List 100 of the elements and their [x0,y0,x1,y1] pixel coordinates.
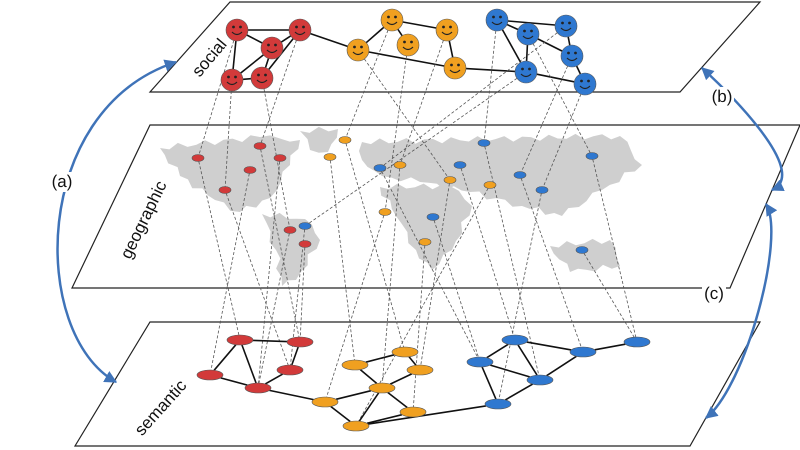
smiley-face-icon [288,18,312,42]
network-link-line [264,373,284,385]
map-marker [586,152,598,160]
double-headed-arrow [701,67,785,191]
network-link-line [526,341,572,351]
map-marker [454,161,466,169]
dashed-link-line [264,88,290,227]
map-marker [394,161,406,169]
network-link-line [310,32,348,48]
smiley-face-icon [486,8,508,32]
network-link-line [576,66,582,74]
network-link-line [360,368,378,384]
network-link-line [466,68,516,72]
network-link-line [594,343,626,351]
network-node [392,346,418,358]
dashed-link-line [381,171,478,358]
network-link-line [366,354,394,363]
network-node [466,356,494,368]
map-marker [284,226,296,234]
double-headed-arrow [705,202,776,419]
network-node [400,406,426,418]
dashed-link-line [420,183,450,366]
dashed-link-line [460,168,514,336]
network-node [570,346,596,358]
network-link-line [546,356,577,376]
dashed-link-line [346,143,404,348]
map-marker [418,238,432,246]
network-link-line [366,414,402,424]
smiley-face-icon [444,56,466,80]
smiley-face-icon [554,14,578,38]
dashed-link-line [330,160,355,360]
dashed-link-line [520,178,582,348]
map-marker [244,166,256,174]
smiley-face-icon [396,34,420,56]
map-marker [298,222,312,230]
network-link-line [402,21,436,29]
dashed-link-line [210,173,250,370]
network-node [342,360,368,370]
network-link-line [232,40,237,70]
network-link-line [502,29,522,63]
double-headed-arrow [56,60,178,383]
network-link-line [241,344,257,384]
dashed-link-line [224,90,232,187]
smiley-face-icon [516,22,540,46]
network-node [244,382,272,394]
network-link-line [252,340,288,342]
dashed-link-line [226,193,289,366]
network-link-line [408,356,417,366]
map-marker [484,181,496,189]
network-link-line [268,38,294,70]
map-marker [426,213,440,221]
network-node [624,336,650,348]
map-marker [192,154,204,162]
map-marker [514,171,526,179]
dashed-link-line [543,94,582,187]
network-node [226,334,254,346]
dashed-link-line [308,78,518,224]
network-link-line [214,344,236,371]
map-marker [536,186,548,194]
network-link-line [269,390,314,400]
dashed-link-line [326,215,384,398]
smiley-face-icon [514,60,538,84]
smiley-face-icon [250,66,274,90]
network-node [196,370,224,380]
network-link-line [240,54,264,74]
network-node [484,398,512,410]
network-link-line [280,35,292,43]
network-node [312,396,338,408]
network-link-line [517,344,538,376]
network-link-line [366,26,384,44]
smiley-face-icon [346,38,370,62]
smiley-face-icon [380,8,404,32]
dashed-link-line [198,161,240,336]
dashed-link-line [382,168,400,384]
map-marker [478,139,490,147]
network-link-line [537,38,563,52]
map-marker [254,142,266,150]
dashed-link-line [346,30,388,137]
dashed-link-line [290,229,305,366]
network-link-line [397,28,403,36]
network-link-line [246,34,263,44]
network-node [368,382,396,394]
network-link-line [264,58,270,68]
network-link-line [220,377,248,386]
dashed-link-line [358,188,488,422]
network-link-line [506,24,518,30]
network-node [502,334,528,346]
network-link-line [368,405,486,425]
network-link-line [504,383,534,401]
dashed-link-line [383,32,558,166]
network-link-line [526,44,528,62]
dashed-link-line [300,247,306,338]
map-marker [274,154,286,162]
network-link-line [291,346,299,366]
dashed-link-line [260,40,297,143]
dashed-link-line [592,159,636,338]
dashed-link-line [260,149,300,338]
dashed-link-line [498,193,542,400]
map-marker [324,153,336,161]
network-link-line [536,73,574,83]
